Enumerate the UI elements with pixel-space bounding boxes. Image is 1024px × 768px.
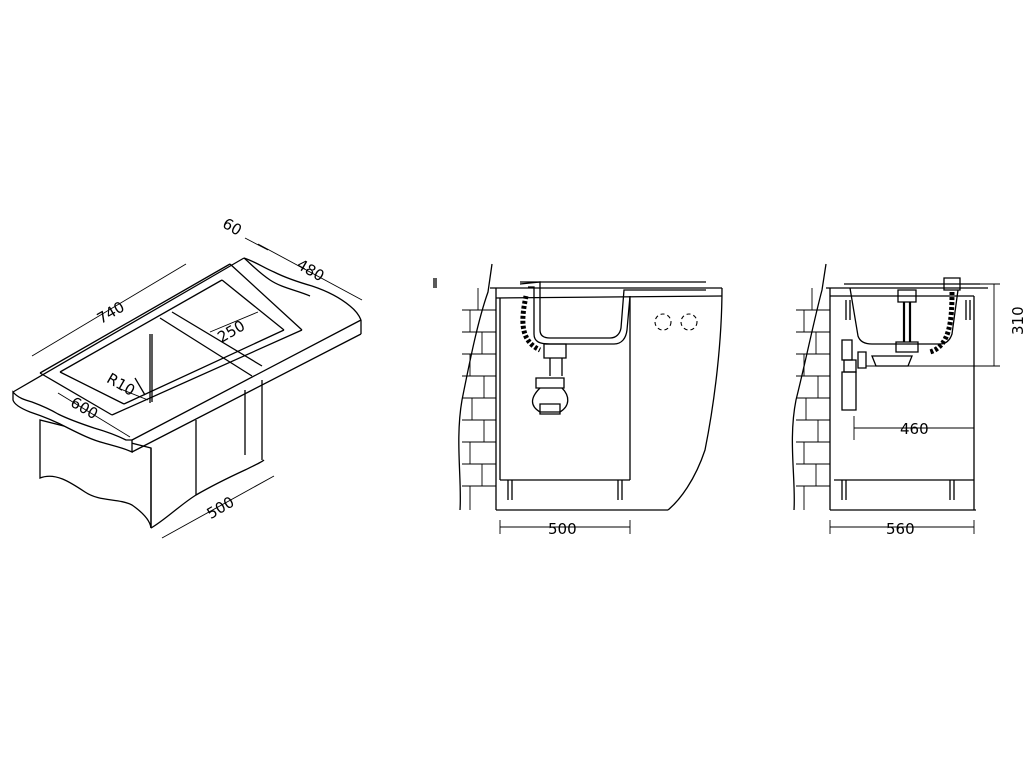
dim-bowl-length: 480 bbox=[294, 255, 328, 285]
dim-corner-radius: R10 bbox=[104, 369, 139, 399]
side-cabinet bbox=[490, 287, 723, 511]
front-dim-drain-offset: 460 bbox=[900, 420, 929, 438]
isometric-view: 740 60 480 250 R10 600 500 bbox=[12, 214, 363, 539]
wall-bricks bbox=[458, 263, 497, 511]
side-sink-bowl bbox=[519, 281, 706, 415]
front-wall-bricks bbox=[791, 263, 831, 511]
dim-cabinet-width: 500 bbox=[204, 493, 238, 523]
dim-drainer-width: 60 bbox=[219, 214, 245, 239]
iso-dimension-lines bbox=[31, 237, 363, 539]
side-section-view: 500 bbox=[433, 263, 723, 538]
front-dim-height: 310 bbox=[1009, 306, 1024, 335]
wall-marker bbox=[433, 278, 437, 288]
front-cabinet bbox=[826, 287, 988, 511]
sink-outline bbox=[39, 263, 303, 416]
worktop bbox=[12, 257, 362, 454]
dim-drainer-length: 250 bbox=[214, 317, 248, 347]
front-sink-bowl bbox=[841, 277, 980, 411]
dim-top-depth: 600 bbox=[67, 393, 101, 423]
side-dim-cabinet-width: 500 bbox=[548, 520, 577, 538]
front-dim-total-width: 560 bbox=[886, 520, 915, 538]
front-section-view: 310 460 560 bbox=[791, 263, 1024, 538]
